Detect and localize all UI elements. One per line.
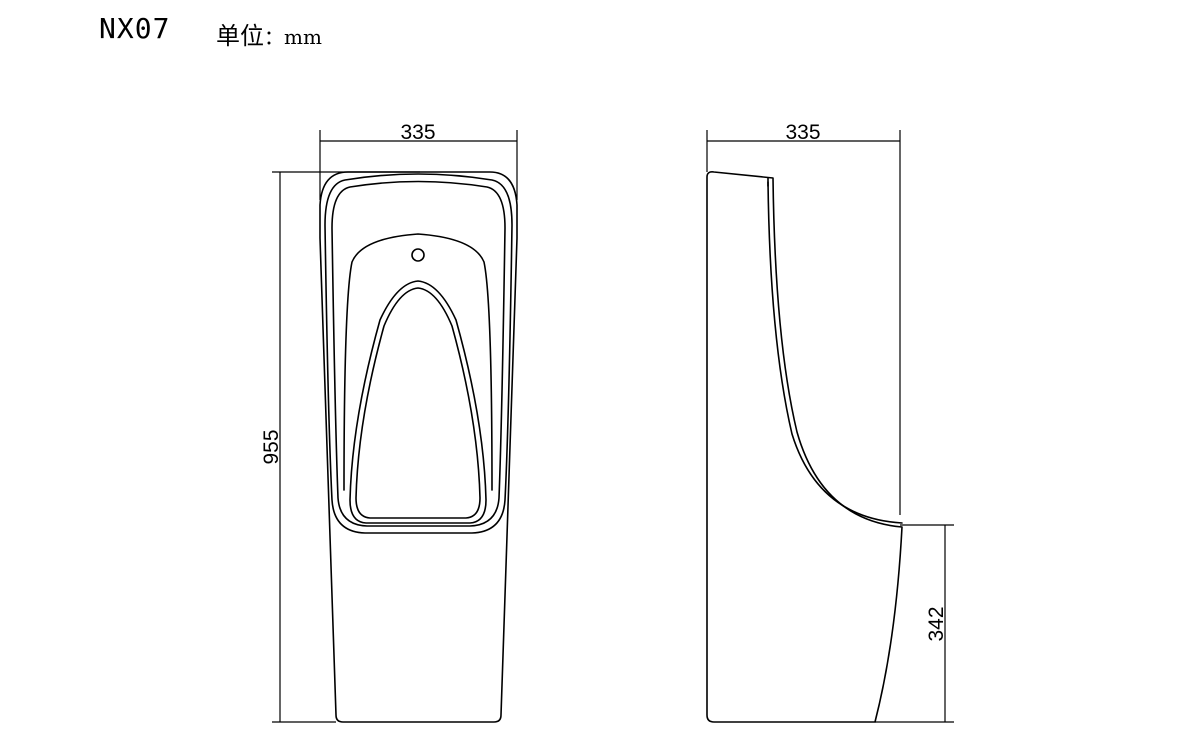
front-dimensions: 335 955 [260, 121, 518, 723]
front-view [319, 171, 518, 723]
header: NX07 单位：mm [0, 0, 1200, 60]
model-code: NX07 [99, 12, 171, 45]
front-bowl-rim-outer [324, 173, 513, 534]
unit-value: mm [284, 25, 322, 49]
front-bowl-rim-inner [331, 180, 506, 527]
front-drain-inner [355, 287, 481, 519]
unit-separator: ： [264, 25, 284, 49]
front-flush-hole [411, 248, 425, 262]
side-depth-label: 335 [785, 121, 820, 144]
side-bowl-inner [767, 181, 903, 524]
unit-label: 单位：mm [216, 16, 322, 51]
front-height-label: 955 [260, 429, 283, 464]
side-dimensions: 335 342 [706, 121, 954, 723]
side-view [706, 171, 903, 723]
side-lip-label: 342 [925, 606, 948, 641]
front-width-label: 335 [400, 121, 435, 144]
side-outer-profile [706, 171, 903, 723]
front-drain-outer [349, 280, 487, 524]
front-outer-body [319, 171, 518, 723]
front-back-wall [343, 233, 493, 491]
unit-label-text: 单位 [216, 22, 264, 50]
